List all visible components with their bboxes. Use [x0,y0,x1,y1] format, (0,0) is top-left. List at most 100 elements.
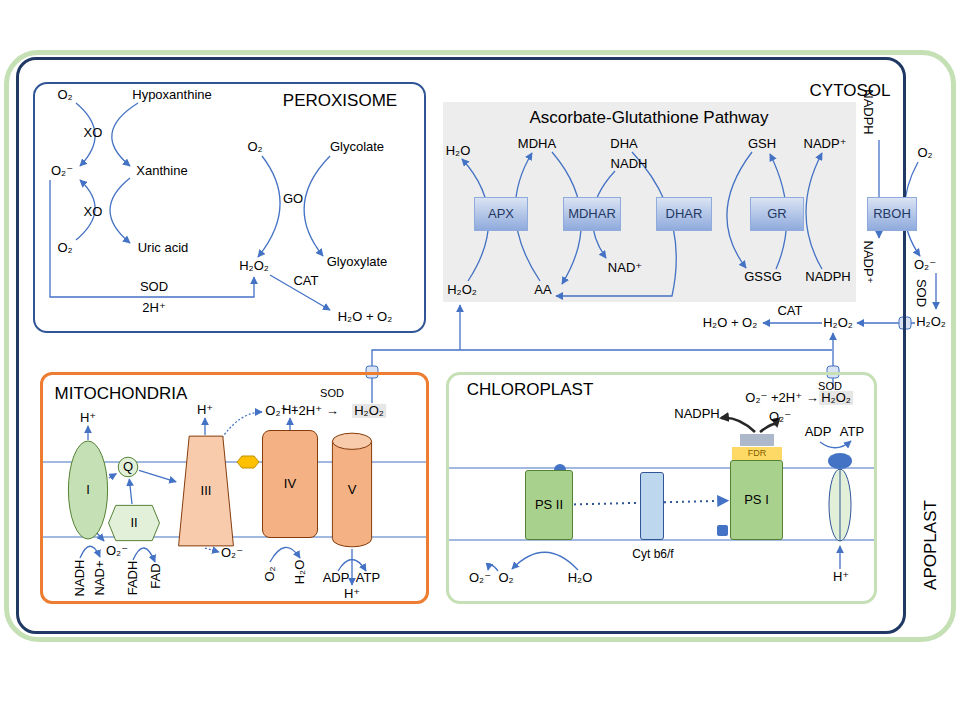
electron-arc [721,418,755,432]
membrane [446,467,877,468]
reaction-arrow [727,152,752,268]
connector-arrow [129,479,132,504]
node-label: I [86,483,90,497]
complex-ii-outline [109,505,160,540]
node-label: MDHAR [568,207,616,221]
mito-arrow [80,412,366,585]
mito-arrow [133,548,155,562]
chem-label: FAD [149,563,163,588]
chloroplast-box: CHLOROPLAST PS II Cyt b6/f PS I FDR [446,372,877,604]
node-label: PS II [535,498,563,512]
enzyme-box: DHAR [656,197,712,231]
atp-synthase [840,469,841,541]
chem-label: NADPH [861,89,875,135]
complex-i-outline [68,441,107,539]
region-title: CHLOROPLAST [467,380,594,400]
reaction-arrow [50,180,254,297]
chem-label: H₂O [293,560,307,585]
chem-label: O₂ [917,146,932,160]
chem-label: H⁺ [197,403,213,417]
chem-label: H₂O [446,144,471,158]
region-title: APOPLAST [921,500,941,590]
fdr-box: FDR [732,447,782,460]
ubiquinone-circle: Q [118,457,138,477]
mito-arrow [87,426,88,440]
chem-label: O₂ [263,566,277,581]
chem-label: H₂O₂ [447,283,477,297]
node-label: FDR [748,449,767,459]
chem-label: NADP⁺ [804,137,847,151]
chem-label: NADPH [805,270,851,284]
chem-label: O₂⁻ [106,544,128,558]
node-label: DHAR [666,207,703,221]
chem-label: ADP [805,425,832,439]
chem-label: Glycolate [330,140,384,154]
chem-label: O₂ [247,140,262,154]
reaction-arrow [112,103,138,166]
mito-arrow [205,548,219,552]
chem-label: O₂ [57,241,72,255]
node-label: GR [767,207,787,221]
chem-label: O₂⁻ [469,571,491,585]
region-title: Cyt b6/f [632,547,673,561]
reaction-arrow [763,322,822,323]
chem-label: DHA [610,137,637,151]
chem-label: SOD [140,280,168,294]
complex-iv: IV [262,430,318,538]
chem-label: NADPH [674,407,720,421]
cytochrome-b6f: Cyt b6/f [640,472,664,540]
complex-v: V [332,432,372,548]
enzyme-box: MDHAR [563,197,621,231]
chem-label: AA [534,283,551,297]
chem-label: ADP [323,571,350,585]
complex-ii: II [108,505,160,541]
pathway-box: Ascorbate-Glutathione PathwayAPXMDHARDHA… [443,102,856,302]
ubiquinone-circle-outline [118,457,138,477]
connector-arrow [139,470,176,481]
chem-label: ATP [840,425,864,439]
electron-carrier [717,525,728,536]
reaction-arrow [50,103,936,403]
photosystem-i: PS I [730,460,783,540]
chem-label: SOD [320,387,344,399]
chem-label: XO [84,205,103,219]
region-title: Ascorbate-Glutathione Pathway [529,108,768,128]
node-label: V [348,483,357,497]
chem-label: H⁺ [282,403,298,417]
chem-label: H⁺ [833,570,849,584]
complex-v-outline [332,433,371,449]
chem-label: XO [84,126,103,140]
chem-label: H⁺ [80,411,96,425]
cytochrome-c [237,456,259,468]
node-label: PS I [744,493,769,507]
chloro-arrow [820,441,851,448]
atp-synthase [829,469,851,541]
chem-label: H₂O₂ [823,316,853,330]
chem-label: Uric acid [138,241,189,255]
chem-label: O₂⁻ +2H⁺ → [265,404,338,418]
chloro-arrow [488,441,851,571]
mito-arrow [80,546,100,558]
chem-label: GSSG [744,270,782,284]
chem-label: GO [283,192,303,206]
chem-label: H₂O + O₂ [703,316,758,330]
complex-i: I [68,440,108,540]
complex-iii-outline [179,436,234,546]
chloro-arrow [512,552,578,570]
chem-label: O₂ [57,88,72,102]
ferredoxin [740,434,774,446]
chem-label: H₂O₂ [352,404,386,418]
mito-arrow [204,418,205,435]
chem-label: Glyoxylate [327,255,388,269]
pathway-ground [443,102,856,302]
reaction-arrow [459,305,460,350]
mito-arrow [351,549,352,585]
chem-label: O₂⁻ [221,546,243,560]
chem-label: H₂O₂ [819,391,853,405]
reaction-arrow [258,156,280,257]
